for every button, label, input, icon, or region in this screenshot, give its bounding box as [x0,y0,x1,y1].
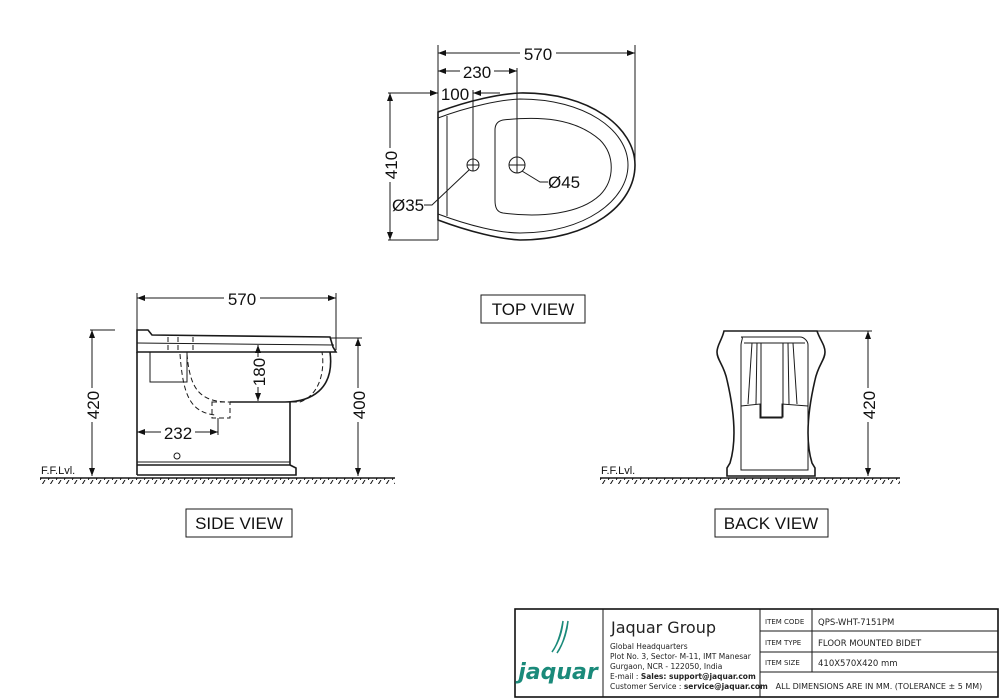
address-line: Global Headquarters [610,642,688,651]
dim-tap-hole-dia: Ø35 [392,196,424,215]
dim-top-570: 570 [524,45,552,64]
address-line: Gurgaon, NCR - 122050, India [610,662,722,671]
title-block: jaquar Jaquar Group Global Headquarters … [514,608,999,698]
dim-top-230: 230 [463,63,491,82]
svg-text:Customer Service : service@jaq: Customer Service : service@jaquar.com [610,682,768,691]
back-view-label-box [714,508,829,538]
side-view-label: SIDE VIEW [195,514,283,533]
address-line: Plot No. 3, Sector- M-11, IMT Manesar [610,652,752,661]
logo-text: jaquar [515,660,599,685]
top-view-dimensions: 570 230 100 410 Ø35 Ø45 [382,45,636,241]
back-view-label: BACK VIEW [724,514,818,533]
email-label: E-mail : [610,672,641,681]
back-view-dimensions: 420 F.F.Lvl. [601,330,879,477]
dimensions-note: ALL DIMENSIONS ARE IN MM. (TOLERANCE ± 5… [776,682,983,691]
side-view-dimensions: 570 420 400 180 232 F.F.Lvl. [41,290,369,477]
top-view-label-box [480,294,586,324]
svg-text:E-mail : Sales: support@jaquar: E-mail : Sales: support@jaquar.com [610,672,756,681]
top-view-label: TOP VIEW [492,300,575,319]
item-size-value: 410X570X420 mm [818,659,898,669]
side-view-outline [40,329,395,484]
dim-side-180: 180 [250,358,269,386]
service-label: Customer Service : [610,682,684,691]
email-value[interactable]: Sales: support@jaquar.com [641,672,756,681]
dim-back-420: 420 [860,391,879,419]
item-code-label: ITEM CODE [765,618,804,626]
service-email[interactable]: service@jaquar.com [684,682,768,691]
back-view: 420 F.F.Lvl. BACK VIEW [600,330,900,538]
top-view-outline [437,92,636,241]
back-view-outline [600,330,900,484]
item-code-value: QPS-WHT-7151PM [818,618,894,628]
side-view: 570 420 400 180 232 F.F.Lvl. SIDE VIEW [40,290,395,538]
side-view-label-box [185,508,293,538]
item-size-label: ITEM SIZE [765,659,800,667]
dim-side-570: 570 [228,290,256,309]
item-type-value: FLOOR MOUNTED BIDET [818,639,922,649]
floor-level-label: F.F.Lvl. [41,465,75,477]
dim-top-100: 100 [441,85,469,104]
jaquar-logo: jaquar [515,620,599,685]
dim-main-hole-dia: Ø45 [548,173,580,192]
dim-side-420: 420 [84,391,103,419]
floor-level-label: F.F.Lvl. [601,465,635,477]
dim-side-232: 232 [164,424,192,443]
dim-side-400: 400 [350,391,369,419]
item-type-label: ITEM TYPE [765,639,801,647]
company-name: Jaquar Group [610,618,716,637]
top-view: 570 230 100 410 Ø35 Ø45 TOP VIEW [382,45,636,324]
dim-top-410: 410 [382,151,401,179]
